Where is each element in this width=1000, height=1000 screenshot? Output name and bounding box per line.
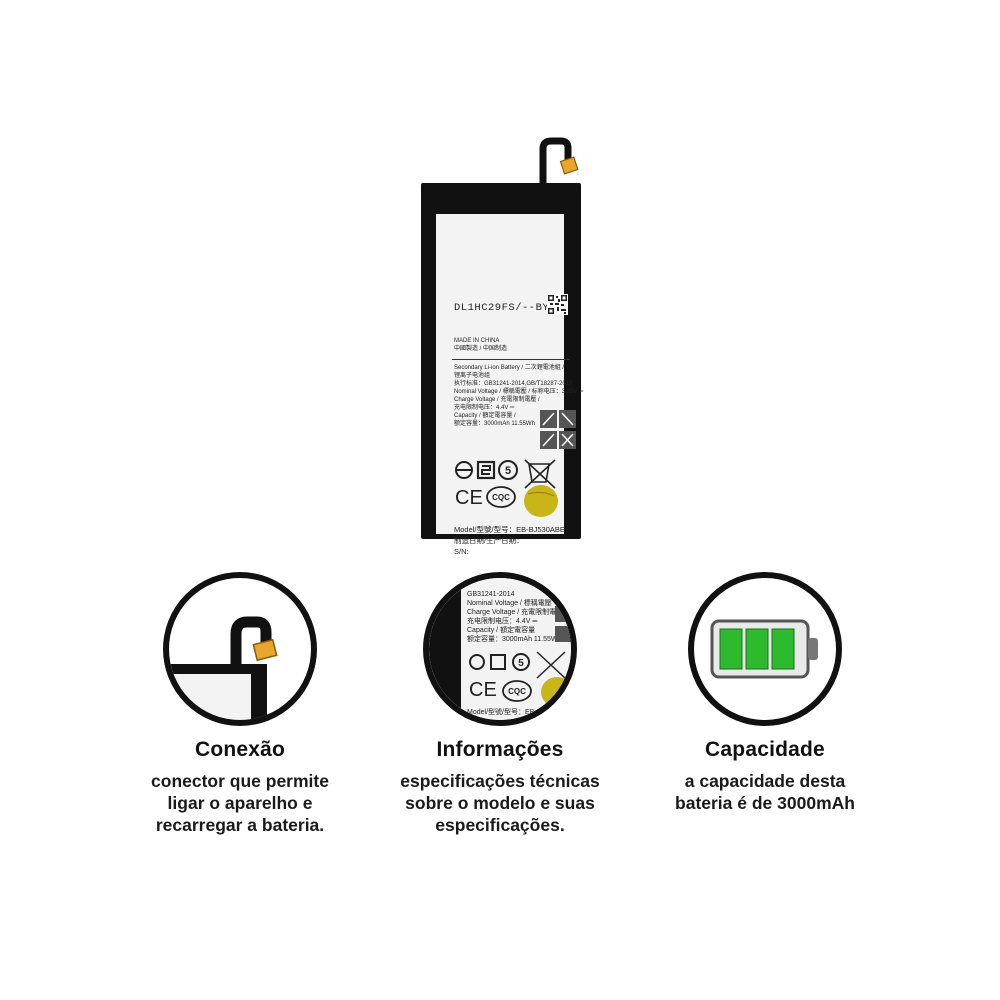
label-zoom-icon: GB31241-2014 Nominal Voltage / 標稱電壓 Char… <box>429 578 571 720</box>
qr-code-icon <box>547 294 568 315</box>
recycle-number-icon: 5 <box>498 460 518 480</box>
made-in-cn-text: 中國製造 / 中国制造 <box>454 346 508 352</box>
capacity-text: Capacity / 額定電容量 / <box>454 413 516 419</box>
feature-capacity: Capacidade a capacidade desta bateria é … <box>640 572 890 814</box>
battery-label: DL1HC29FS/--BY MADE IN CHINA 中國製造 / 中国制造… <box>436 214 583 556</box>
svg-text:CQC: CQC <box>508 687 526 696</box>
cqc-mark-icon: CQC <box>486 486 516 508</box>
svg-text:Charge Voltage / 充電限制電壓: Charge Voltage / 充電限制電壓 <box>467 607 563 616</box>
svg-text:5: 5 <box>505 465 511 477</box>
battery-top-band <box>441 197 559 215</box>
feature-title: Conexão <box>194 738 286 761</box>
svg-text:5: 5 <box>518 658 524 669</box>
feature-title: Informações <box>436 738 564 761</box>
battery-charge-icon <box>710 619 818 679</box>
connector-zoom-circle <box>163 572 317 726</box>
recycle-mark-icon <box>455 461 473 479</box>
svg-text:Capacity / 額定電容量: Capacity / 額定電容量 <box>467 625 535 634</box>
sn-text: S/N: <box>454 547 469 556</box>
warning-icons <box>540 410 576 449</box>
kc-mark-icon <box>476 460 496 480</box>
charge-voltage-text: Charge Voltage / 充電限制電壓 / <box>454 397 540 403</box>
manufacture-date-text: 制造日期/生产日期： <box>454 536 524 545</box>
label-zoom-circle: GB31241-2014 Nominal Voltage / 標稱電壓 Char… <box>423 572 577 726</box>
standard-text: 执行标准：GB31241-2014,GB/T18287-2013 <box>454 381 573 387</box>
feature-description: a capacidade desta bateria é de 3000mAh <box>675 771 855 813</box>
feature-connection: Conexão conector que permite ligar o apa… <box>115 572 365 836</box>
battery-type-cn-text: 锂离子电池组 <box>454 373 491 379</box>
capacity-value-text: 额定容量：3000mAh 11.55Wh <box>454 421 535 427</box>
feature-information: GB31241-2014 Nominal Voltage / 標稱電壓 Char… <box>375 572 625 836</box>
svg-text:Nominal Voltage / 標稱電壓: Nominal Voltage / 標稱電壓 <box>467 598 552 607</box>
feature-description: especificações técnicas sobre o modelo e… <box>400 771 600 835</box>
battery-body: DL1HC29FS/--BY MADE IN CHINA 中國製造 / 中国制造… <box>421 183 583 556</box>
svg-text:额定容量：3000mAh 11.55Wh: 额定容量：3000mAh 11.55Wh <box>467 634 562 643</box>
serial-number: DL1HC29FS/--BY <box>454 302 550 314</box>
ce-mark-icon: CE <box>455 487 483 509</box>
model-text: Model/型號/型号：EB-BJ530ABE <box>454 525 565 534</box>
flex-connector-icon <box>539 137 579 185</box>
label-divider <box>452 359 570 360</box>
svg-text:Model/型號/型号：EB-BJ: Model/型號/型号：EB-BJ <box>467 707 545 716</box>
svg-text:CE: CE <box>469 679 497 701</box>
charge-voltage-cn-text: 充电限制电压：4.4V ═ <box>454 405 515 411</box>
feature-title: Capacidade <box>705 738 825 761</box>
feature-description: conector que permite ligar o aparelho e … <box>151 771 329 835</box>
certification-marks: 5 CE CQC <box>455 459 558 517</box>
connector-gold-tip <box>559 156 579 175</box>
yellow-sticker-icon <box>524 485 558 517</box>
nominal-voltage-text: Nominal Voltage / 標稱電壓 / 标称电压：3.85V ═ <box>454 389 584 395</box>
svg-text:CQC: CQC <box>492 493 510 502</box>
svg-text:充电限制电压：4.4V ═: 充电限制电压：4.4V ═ <box>467 616 537 625</box>
battery-type-text: Secondary Li-ion Battery / 二次鋰電池組 / <box>454 365 565 371</box>
svg-text:CE: CE <box>455 487 483 509</box>
connector-zoom-icon <box>169 616 278 720</box>
capacity-circle <box>688 572 842 726</box>
svg-text:GB31241-2014: GB31241-2014 <box>467 591 515 598</box>
crossed-bin-icon <box>524 459 556 489</box>
made-in-text: MADE IN CHINA <box>454 338 500 344</box>
